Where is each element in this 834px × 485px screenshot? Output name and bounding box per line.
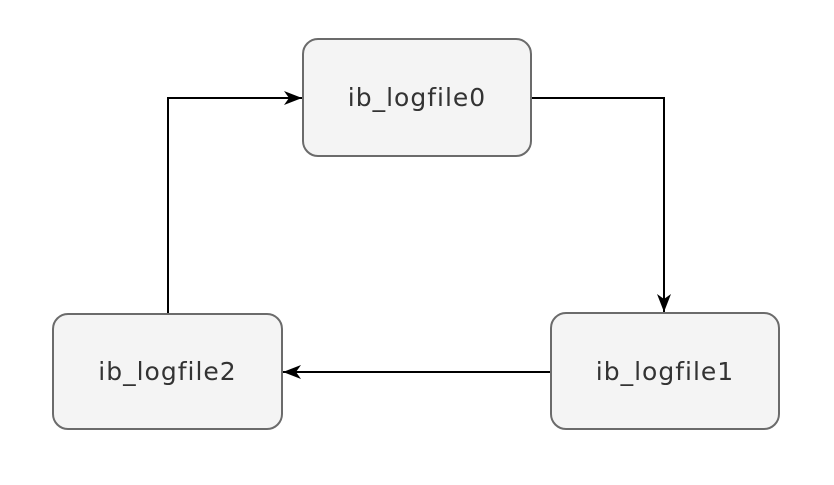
node-ib-logfile2: ib_logfile2	[52, 313, 283, 430]
node-ib-logfile0-label: ib_logfile0	[347, 83, 487, 112]
node-ib-logfile1: ib_logfile1	[550, 312, 780, 430]
node-ib-logfile1-label: ib_logfile1	[595, 356, 735, 386]
node-ib-logfile2-label: ib_logfile2	[98, 357, 237, 386]
edge-ib-logfile0-to-ib-logfile1	[532, 97, 671, 312]
edge-ib-logfile2-to-ib-logfile0	[167, 91, 302, 313]
node-ib-logfile0: ib_logfile0	[302, 38, 532, 157]
